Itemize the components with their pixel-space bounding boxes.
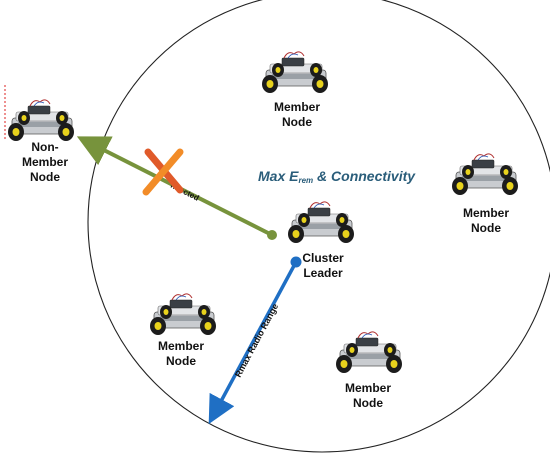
x-mark-icon [142, 148, 184, 196]
radio-range-label: Rmax Radio Range [233, 302, 280, 379]
cluster-range-circle [87, 0, 550, 453]
headline: Max Erem & Connectivity [258, 168, 416, 185]
link-origin-dot [267, 230, 277, 240]
radio-range-arrow [208, 261, 298, 425]
robot-car-icon [261, 51, 329, 94]
robot-car-icon [149, 293, 217, 336]
robot-car-icon [451, 153, 519, 196]
robot-car-icon [7, 99, 75, 142]
robot-car-icon [287, 201, 355, 244]
robot-car-icon [335, 331, 403, 374]
radio-origin-dot [290, 256, 302, 268]
